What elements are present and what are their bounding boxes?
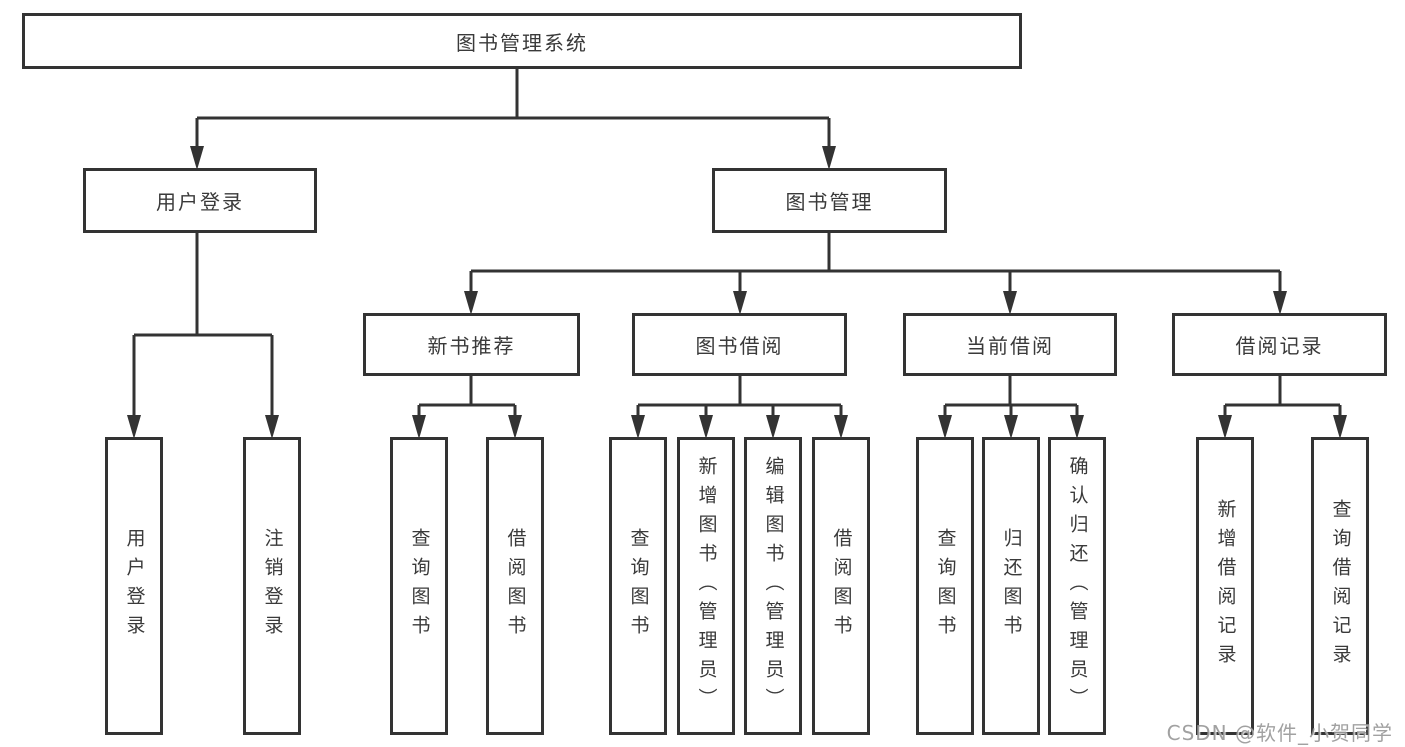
leaf-borrow-books: 借阅图书 (812, 437, 870, 735)
leaf-recommend-borrow-books-label: 借阅图书 (504, 528, 527, 644)
leaf-confirm-return-admin-label: 确认归还（管理员） (1066, 455, 1089, 717)
node-root: 图书管理系统 (22, 13, 1022, 69)
leaf-current-query-books: 查询图书 (916, 437, 974, 735)
node-new-book-recommend: 新书推荐 (363, 313, 580, 376)
leaf-add-books-admin: 新增图书（管理员） (677, 437, 735, 735)
node-book-management-label: 图书管理 (785, 190, 874, 214)
node-current-borrow: 当前借阅 (903, 313, 1117, 376)
leaf-logout-label: 注销登录 (261, 528, 284, 644)
leaf-query-borrow-record-label: 查询借阅记录 (1329, 499, 1352, 673)
leaf-borrow-books-label: 借阅图书 (830, 528, 853, 644)
leaf-current-query-books-label: 查询图书 (934, 528, 957, 644)
leaf-add-books-admin-label: 新增图书（管理员） (695, 455, 718, 717)
leaf-recommend-query-books: 查询图书 (390, 437, 448, 735)
leaf-borrow-query-books-label: 查询图书 (627, 528, 650, 644)
node-current-borrow-label: 当前借阅 (966, 334, 1054, 358)
node-user-login: 用户登录 (83, 168, 317, 233)
node-borrow-records-label: 借阅记录 (1235, 334, 1324, 358)
node-book-borrow: 图书借阅 (632, 313, 847, 376)
node-book-borrow-label: 图书借阅 (695, 334, 784, 358)
leaf-recommend-query-books-label: 查询图书 (408, 528, 431, 644)
watermark: CSDN @软件_小贺同学 (1166, 721, 1393, 745)
leaf-add-borrow-record-label: 新增借阅记录 (1214, 499, 1237, 673)
leaf-edit-books-admin-label: 编辑图书（管理员） (762, 455, 785, 717)
leaf-add-borrow-record: 新增借阅记录 (1196, 437, 1254, 735)
leaf-edit-books-admin: 编辑图书（管理员） (744, 437, 802, 735)
node-borrow-records: 借阅记录 (1172, 313, 1387, 376)
leaf-query-borrow-record: 查询借阅记录 (1311, 437, 1369, 735)
node-book-management: 图书管理 (712, 168, 947, 233)
leaf-return-books: 归还图书 (982, 437, 1040, 735)
node-new-book-recommend-label: 新书推荐 (427, 334, 516, 358)
node-user-login-label: 用户登录 (156, 190, 244, 214)
leaf-confirm-return-admin: 确认归还（管理员） (1048, 437, 1106, 735)
node-root-label: 图书管理系统 (456, 30, 588, 55)
leaf-return-books-label: 归还图书 (1000, 528, 1023, 644)
leaf-user-login-label: 用户登录 (123, 528, 146, 644)
leaf-borrow-query-books: 查询图书 (609, 437, 667, 735)
leaf-user-login: 用户登录 (105, 437, 163, 735)
leaf-logout: 注销登录 (243, 437, 301, 735)
leaf-recommend-borrow-books: 借阅图书 (486, 437, 544, 735)
